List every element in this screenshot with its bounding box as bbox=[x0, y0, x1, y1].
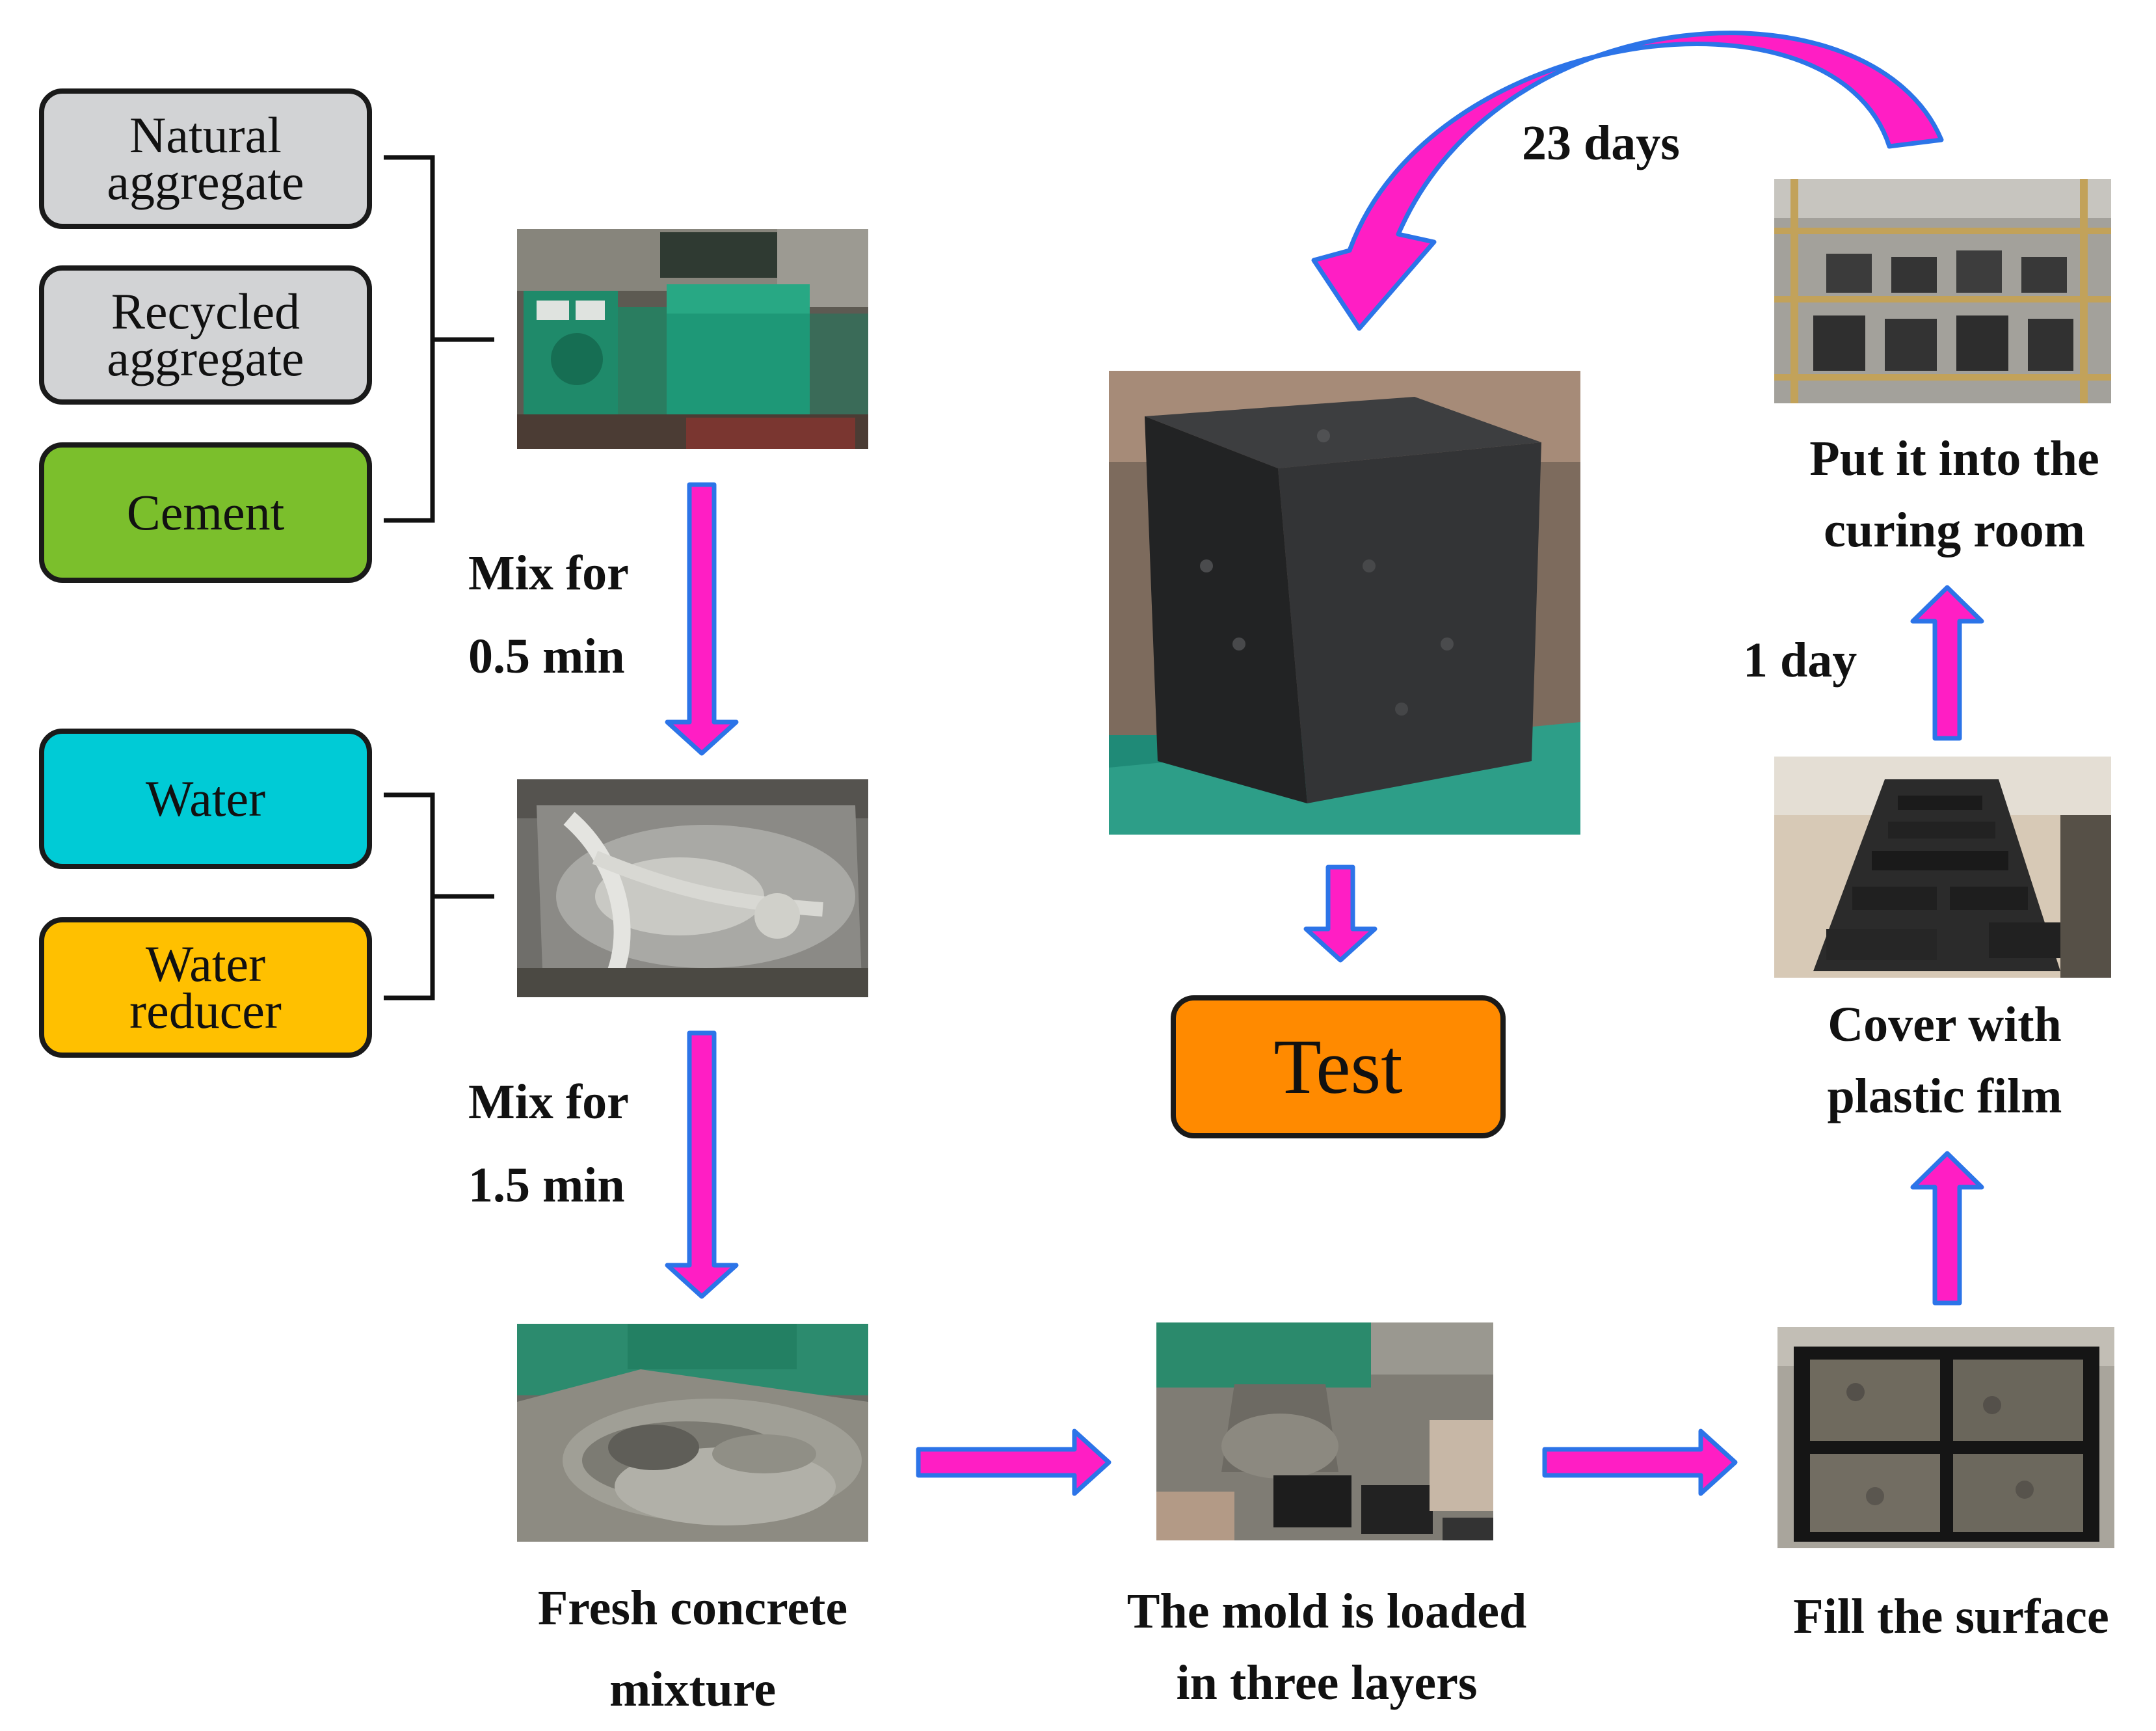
drum-photo bbox=[517, 779, 868, 997]
cover-caption: Cover with plastic film bbox=[1750, 989, 2140, 1132]
curing-room-photo bbox=[1774, 179, 2111, 403]
arrow-fill-to-cover bbox=[1910, 1151, 1984, 1306]
mold-loading-photo bbox=[1156, 1322, 1493, 1540]
mix1-line-2: 0.5 min bbox=[468, 629, 625, 684]
mix1-line-1: Mix for bbox=[468, 546, 629, 600]
arrow-mix2 bbox=[665, 1030, 739, 1299]
water-label: Water bbox=[145, 770, 266, 827]
arrow-fresh-to-mold bbox=[916, 1429, 1111, 1496]
natural-aggregate-line-1: Natural bbox=[129, 107, 282, 163]
bracket-aggregates bbox=[384, 155, 494, 523]
cover-line-1: Cover with bbox=[1828, 997, 2062, 1052]
mix2-line-2: 1.5 min bbox=[468, 1158, 625, 1213]
mixer-photo bbox=[517, 229, 868, 449]
natural-aggregate-box: Natural aggregate bbox=[39, 88, 372, 229]
days23-text: 23 days bbox=[1522, 116, 1680, 170]
fresh-line-1: Fresh concrete bbox=[537, 1581, 848, 1635]
fresh-mixture-photo bbox=[517, 1324, 868, 1542]
one-day-text: 1 day bbox=[1743, 633, 1857, 688]
cover-line-2: plastic film bbox=[1827, 1069, 2062, 1123]
water-reducer-line-2: reducer bbox=[129, 982, 282, 1039]
test-label: Test bbox=[1273, 1023, 1403, 1110]
curing-line-1: Put it into the bbox=[1809, 431, 2099, 486]
arrow-mold-to-fill bbox=[1542, 1429, 1738, 1496]
mold-line-1: The mold is loaded bbox=[1126, 1584, 1527, 1639]
bracket-liquids bbox=[384, 792, 494, 1000]
arrow-cover-to-curing bbox=[1910, 585, 1984, 741]
natural-aggregate-line-2: aggregate bbox=[107, 154, 304, 210]
arrow-mix1 bbox=[665, 482, 739, 756]
cement-label: Cement bbox=[126, 484, 285, 541]
cement-box: Cement bbox=[39, 442, 372, 583]
water-reducer-line-1: Water bbox=[145, 935, 266, 992]
fresh-line-2: mixture bbox=[609, 1662, 777, 1717]
arrow-to-test bbox=[1303, 865, 1377, 963]
test-box: Test bbox=[1171, 995, 1506, 1138]
fill-line: Fill the surface bbox=[1793, 1589, 2109, 1644]
twenty-three-days-label: 23 days bbox=[1522, 107, 1680, 179]
water-reducer-box: Water reducer bbox=[39, 917, 372, 1058]
concrete-cube-photo bbox=[1109, 371, 1580, 835]
mix2-line-1: Mix for bbox=[468, 1075, 629, 1129]
recycled-aggregate-line-1: Recycled bbox=[111, 283, 300, 340]
water-box: Water bbox=[39, 729, 372, 869]
one-day-label: 1 day bbox=[1743, 624, 1857, 696]
filled-molds-photo bbox=[1777, 1327, 2114, 1548]
fresh-mixture-caption: Fresh concrete mixture bbox=[501, 1568, 885, 1730]
recycled-aggregate-box: Recycled aggregate bbox=[39, 265, 372, 405]
mold-caption: The mold is loaded in three layers bbox=[1067, 1576, 1587, 1719]
curing-line-2: curing room bbox=[1824, 503, 2085, 557]
mix1-label: Mix for 0.5 min bbox=[468, 531, 629, 698]
recycled-aggregate-line-2: aggregate bbox=[107, 330, 304, 386]
mold-line-2: in three layers bbox=[1176, 1656, 1478, 1710]
curing-caption: Put it into the curing room bbox=[1756, 423, 2153, 566]
plastic-film-photo bbox=[1774, 757, 2111, 978]
mix2-label: Mix for 1.5 min bbox=[468, 1060, 629, 1227]
arrow-curing-to-test bbox=[1311, 31, 1944, 331]
fill-caption: Fill the surface bbox=[1756, 1581, 2146, 1652]
